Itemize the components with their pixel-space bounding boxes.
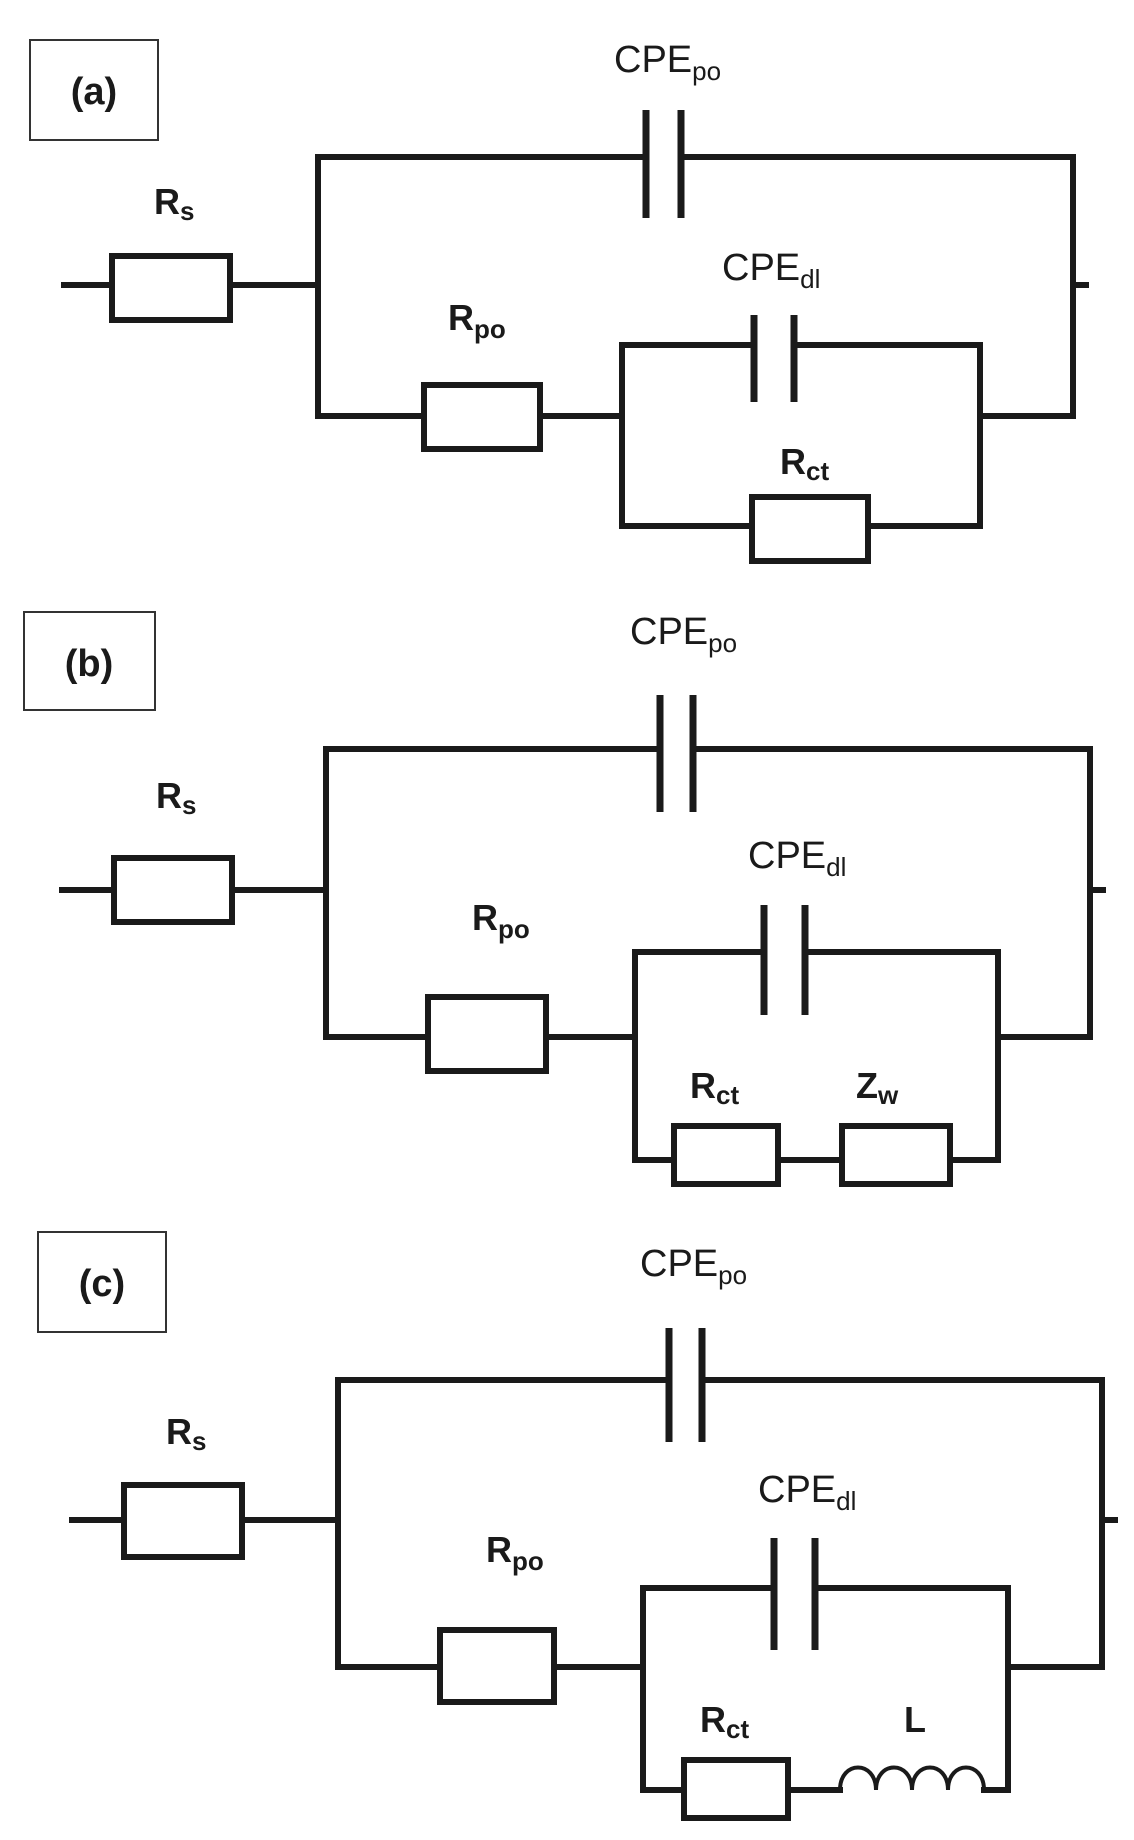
label-rs-a: Rs — [154, 181, 194, 226]
circuit-a: (a) Rs CPEpo Rpo CPEdl Rct — [29, 39, 1089, 564]
panel-label-box-b — [23, 611, 156, 711]
label-cpe-dl-c: CPEdl — [758, 1469, 856, 1516]
panel-label-b: (b) — [65, 643, 114, 685]
label-rct-a: Rct — [780, 441, 829, 486]
circuit-b: (b) Rs CPEpo Rpo CPEdl Rct Zw — [23, 611, 1106, 1187]
label-rpo-a: Rpo — [448, 297, 506, 344]
panel-label-a: (a) — [71, 71, 117, 113]
resistor-rs-a — [109, 253, 233, 323]
warburg-zw-b — [839, 1123, 953, 1187]
label-cpe-po-b: CPEpo — [630, 611, 737, 658]
resistor-rpo-c — [437, 1627, 557, 1705]
label-rpo-c: Rpo — [486, 1529, 544, 1576]
resistor-rs-b — [111, 855, 235, 925]
label-zw-b: Zw — [856, 1065, 899, 1110]
label-l-c: L — [904, 1699, 926, 1740]
panel-label-box-c — [37, 1231, 167, 1333]
resistor-rct-a — [749, 494, 871, 564]
label-cpe-po-c: CPEpo — [640, 1243, 747, 1290]
resistor-rpo-a — [421, 382, 543, 452]
resistor-rct-c — [681, 1757, 791, 1821]
label-cpe-dl-b: CPEdl — [748, 835, 846, 882]
label-cpe-po-a: CPEpo — [614, 39, 721, 86]
resistor-rs-c — [121, 1482, 245, 1560]
resistor-rct-b — [671, 1123, 781, 1187]
circuit-c: (c) Rs CPEpo Rpo CPEdl Rct L — [37, 1231, 1118, 1821]
label-rct-b: Rct — [690, 1065, 739, 1110]
label-cpe-dl-a: CPEdl — [722, 247, 820, 294]
label-rpo-b: Rpo — [472, 897, 530, 944]
resistor-rpo-b — [425, 994, 549, 1074]
label-rs-c: Rs — [166, 1411, 206, 1456]
label-rs-b: Rs — [156, 775, 196, 820]
inductor-l-c — [838, 1765, 986, 1791]
label-rct-c: Rct — [700, 1699, 749, 1744]
panel-label-box-a — [29, 39, 159, 141]
panel-label-c: (c) — [79, 1263, 125, 1305]
